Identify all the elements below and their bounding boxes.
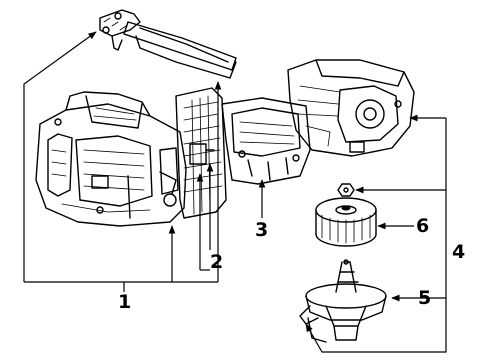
- blower-motor: [299, 259, 387, 343]
- evaporator-tube-assembly: [99, 9, 237, 79]
- heater-case-assembly: [35, 91, 187, 227]
- blower-wheel: [315, 197, 377, 247]
- leader-lines: [23, 31, 447, 353]
- evaporator-core: [175, 87, 227, 219]
- retaining-nut: [337, 183, 355, 197]
- callout-2: 2: [210, 251, 223, 273]
- callout-5: 5: [418, 287, 431, 309]
- callout-3: 3: [255, 219, 268, 241]
- blower-housing: [287, 59, 415, 157]
- blower-duct-case: [221, 97, 311, 185]
- callout-1: 1: [118, 291, 131, 313]
- callout-4: 4: [452, 241, 465, 263]
- callout-6: 6: [416, 215, 429, 237]
